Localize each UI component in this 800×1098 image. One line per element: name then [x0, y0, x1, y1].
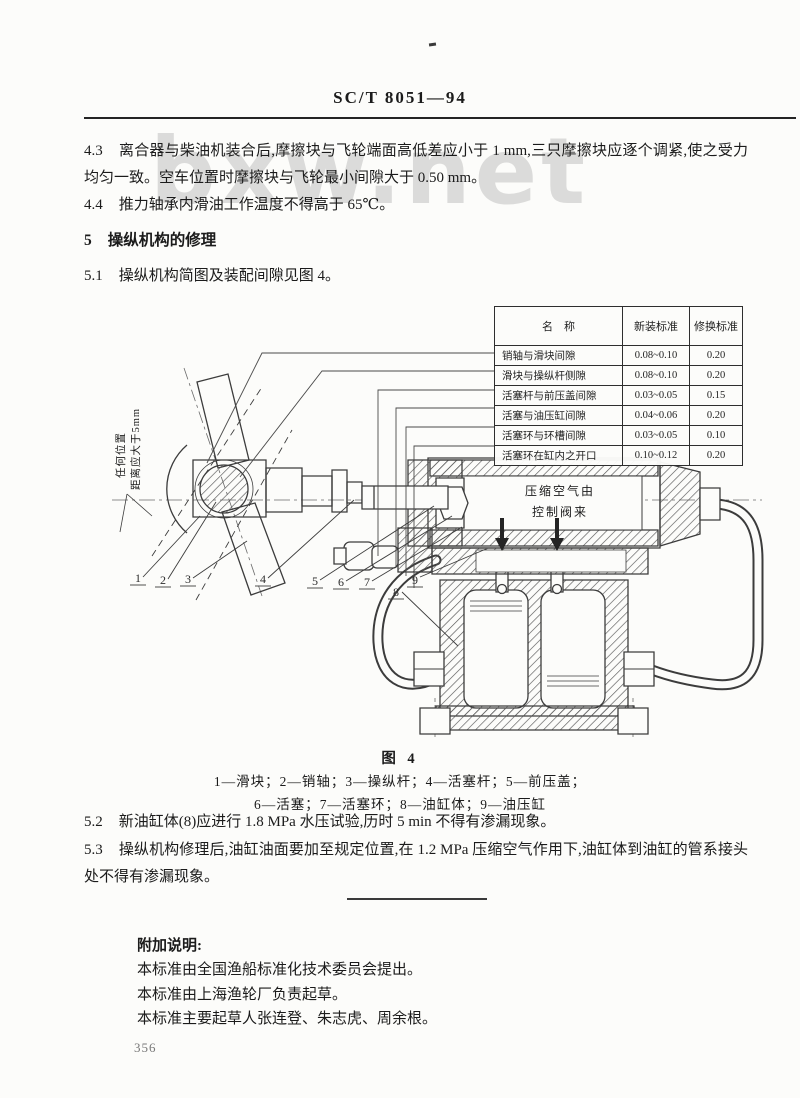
- clause-text: 操纵机构简图及装配间隙见图 4。: [118, 268, 341, 284]
- row-name: 活塞环在缸内之开口: [494, 445, 623, 466]
- clause-text: 操纵机构的修理: [107, 232, 217, 249]
- callout-label: 8: [393, 585, 399, 599]
- row-repair: 0.15: [689, 385, 743, 406]
- figure-legend-line1: 1—滑块；2—销轴；3—操纵杆；4—活塞杆；5—前压盖；: [213, 774, 587, 789]
- table-row: 滑块与操纵杆侧隙 0.08~0.10 0.20: [494, 365, 743, 386]
- row-name: 销轴与滑块间隙: [494, 345, 623, 366]
- callout-label: 1: [135, 571, 141, 585]
- row-new: 0.08~0.10: [622, 345, 690, 366]
- row-new: 0.10~0.12: [622, 445, 690, 466]
- clause-text: 新油缸体(8)应进行 1.8 MPa 水压试验,历时 5 min 不得有渗漏现象…: [118, 814, 556, 830]
- scan-watermark: bxw.net: [150, 118, 590, 225]
- callout-label: 3: [185, 572, 191, 586]
- callout-label: 2: [160, 573, 166, 587]
- callout-label: 7: [364, 575, 370, 589]
- row-name: 活塞环与环槽间隙: [494, 425, 623, 446]
- figure-caption: 图 4: [381, 751, 419, 767]
- callout-leaders: [130, 500, 486, 646]
- row-new: 0.04~0.06: [622, 405, 690, 426]
- row-repair: 0.20: [689, 345, 743, 366]
- air-source-label-line2: 控制阀来: [531, 505, 588, 519]
- table-row: 活塞杆与前压盖间隙 0.03~0.05 0.15: [494, 385, 743, 406]
- col-header-new: 新装标准: [622, 306, 690, 346]
- callout-label: 5: [312, 574, 318, 588]
- oil-level-lines: [470, 601, 599, 686]
- row-repair: 0.10: [689, 425, 743, 446]
- clause-number: 5.2: [84, 814, 103, 830]
- additional-notes-title: 附加说明:: [137, 938, 202, 954]
- callout-numbers: 1 2 3 4 5 6 7 9 8: [135, 571, 418, 599]
- note-line: 本标准主要起草人张连登、朱志虎、周余根。: [137, 1011, 438, 1027]
- section-divider: [347, 898, 487, 900]
- row-name: 滑块与操纵杆侧隙: [494, 365, 623, 386]
- row-repair: 0.20: [689, 365, 743, 386]
- clause-text: 离合器与柴油机装合后,摩擦块与飞轮端面高低差应小于 1 mm,三只摩擦块应逐个调…: [84, 143, 748, 186]
- note-line: 本标准由上海渔轮厂负责起草。: [137, 987, 348, 1003]
- clause-text: 推力轴承内滑油工作温度不得高于 65℃。: [118, 197, 395, 213]
- side-note-line2: 距离应大于5mm: [131, 407, 142, 490]
- callout-label: 4: [260, 572, 266, 586]
- paragraph-4-4: 4.4 推力轴承内滑油工作温度不得高于 65℃。: [84, 192, 748, 219]
- clause-text: 操纵机构修理后,油缸油面要加至规定位置,在 1.2 MPa 压缩空气作用下,油缸…: [84, 842, 748, 885]
- row-name: 活塞与油压缸间隙: [494, 405, 623, 426]
- table-row: 活塞与油压缸间隙 0.04~0.06 0.20: [494, 405, 743, 426]
- page-number: 356: [134, 1040, 157, 1055]
- header-rule: [84, 117, 796, 120]
- piston-rod: [362, 486, 448, 509]
- row-new: 0.03~0.05: [622, 385, 690, 406]
- clause-number: 4.4: [84, 197, 103, 213]
- clause-number: 5.1: [84, 268, 103, 284]
- clearance-table: 名 称 新装标准 修换标准 销轴与滑块间隙 0.08~0.10 0.20 滑块与…: [494, 306, 743, 466]
- standard-number: SC/T 8051—94: [333, 88, 467, 107]
- row-name: 活塞杆与前压盖间隙: [494, 385, 623, 406]
- hydraulic-cylinder: [334, 458, 720, 574]
- row-repair: 0.20: [689, 445, 743, 466]
- callout-label: 9: [412, 573, 418, 587]
- side-note-line1: 任何位置: [116, 432, 127, 478]
- row-new: 0.08~0.10: [622, 365, 690, 386]
- air-flow-arrows: [495, 518, 564, 551]
- col-header-repair: 修换标准: [689, 306, 743, 346]
- lever-alt-position-lines: [152, 387, 292, 600]
- table-row: 活塞环在缸内之开口 0.10~0.12 0.20: [494, 445, 743, 466]
- table-row: 活塞环与环槽间隙 0.03~0.05 0.10: [494, 425, 743, 446]
- row-repair: 0.20: [689, 405, 743, 426]
- dimension-pointer: [120, 494, 152, 532]
- col-header-name: 名 称: [494, 306, 623, 346]
- section-5-heading: 5 操纵机构的修理: [84, 227, 748, 254]
- paragraph-5-2: 5.2 新油缸体(8)应进行 1.8 MPa 水压试验,历时 5 min 不得有渗…: [84, 809, 748, 836]
- clause-number: 5: [84, 232, 92, 249]
- lever-mechanism: [120, 374, 362, 600]
- callout-label: 6: [338, 575, 344, 589]
- clause-number: 4.3: [84, 143, 103, 159]
- table-row: 销轴与滑块间隙 0.08~0.10 0.20: [494, 345, 743, 366]
- note-line: 本标准由全国渔船标准化技术委员会提出。: [137, 962, 423, 978]
- air-source-label-line1: 压缩空气由: [524, 484, 595, 498]
- table-leader-lines: [207, 353, 494, 588]
- clause-number: 5.3: [84, 842, 103, 858]
- paragraph-5-1: 5.1 操纵机构简图及装配间隙见图 4。: [84, 263, 748, 290]
- figure-legend-line2: 6—活塞；7—活塞环；8—油缸体；9—油压缸: [254, 797, 546, 812]
- row-new: 0.03~0.05: [622, 425, 690, 446]
- oil-tank-body: [414, 552, 654, 734]
